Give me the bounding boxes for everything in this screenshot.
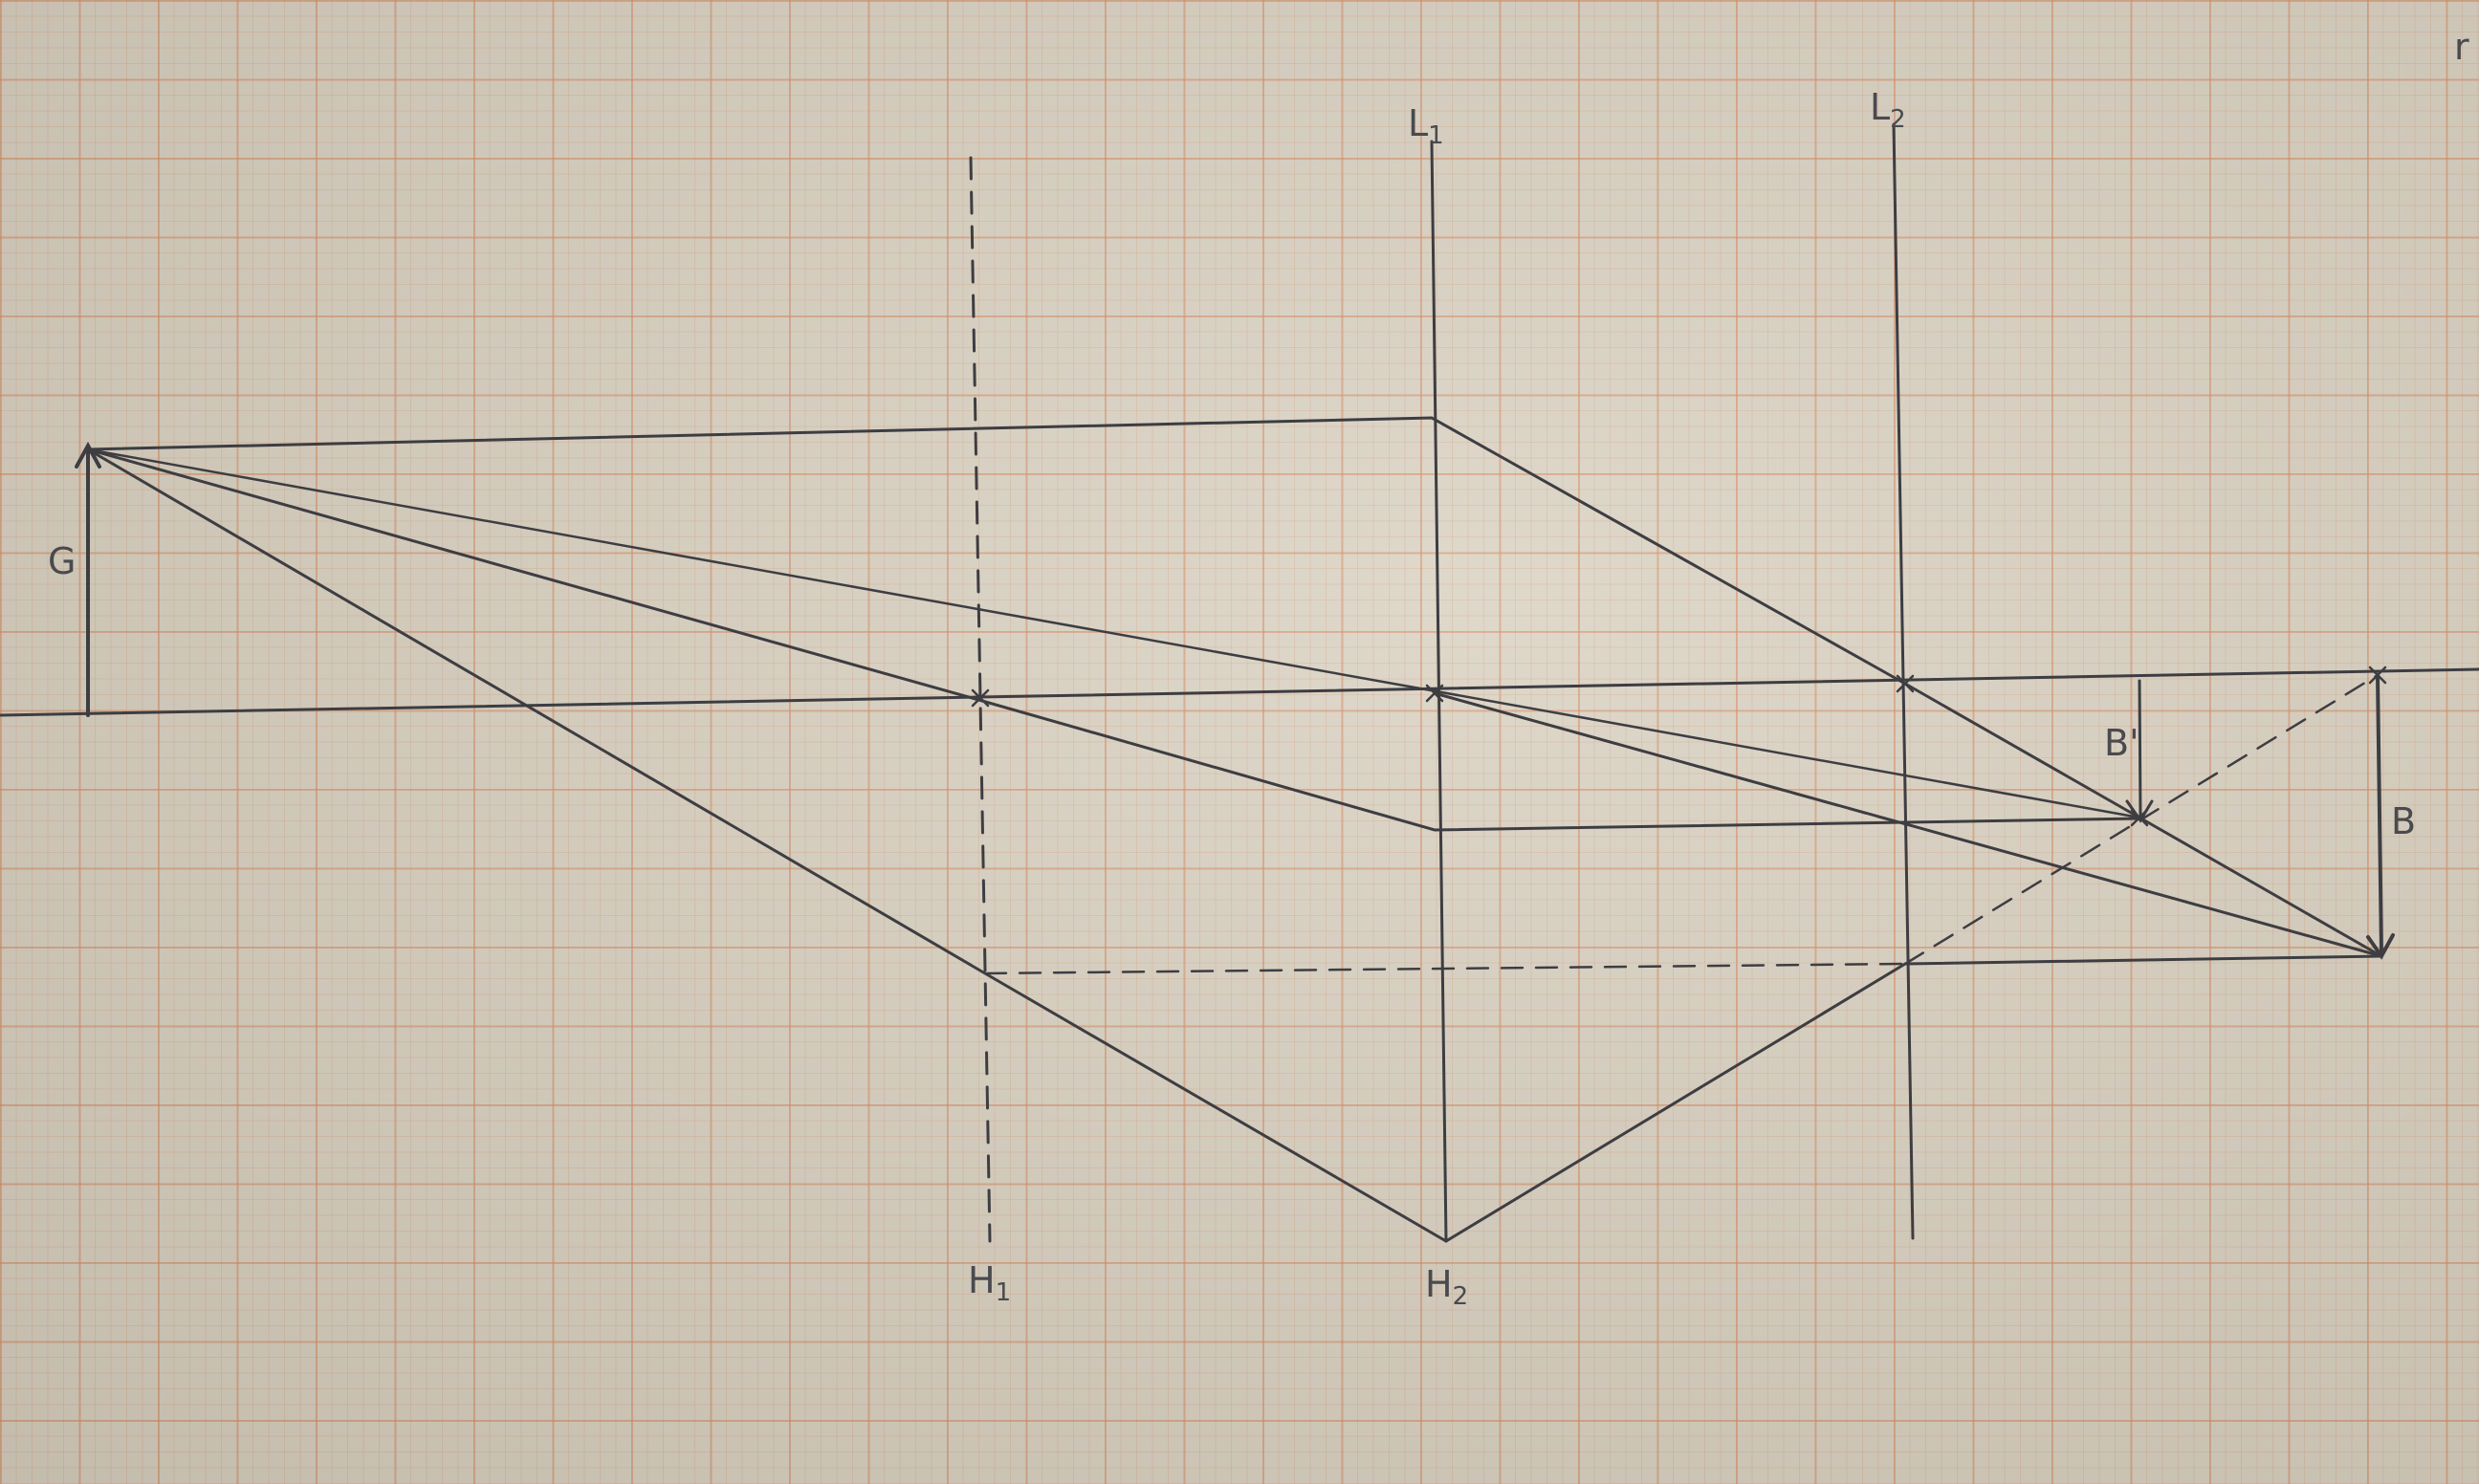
lens-2-label-sub: 2	[1890, 105, 1906, 134]
principal-plane-1	[969, 156, 992, 1243]
construction-dashed-l1	[1433, 691, 1907, 826]
image-arrow-shaft	[2376, 673, 2383, 955]
corner-mark: r	[2454, 26, 2469, 68]
marker-l2-axis	[1896, 674, 1915, 693]
marker-intermediate-image	[2130, 808, 2149, 827]
lens-1-label-sub: 1	[1428, 121, 1444, 150]
ray-through-h1	[86, 447, 2141, 832]
cross-markers	[971, 666, 2387, 827]
marker-h1-axis	[971, 688, 990, 708]
marker-image-top	[2368, 666, 2387, 685]
ray-lower-focal	[86, 447, 2383, 1243]
principal-2-label: H2	[1425, 1263, 1468, 1311]
lens-1-label-main: L	[1408, 102, 1428, 144]
object-label: G	[48, 540, 76, 582]
object-arrow-head	[75, 441, 101, 469]
principal-2-label-sub: 2	[1453, 1282, 1469, 1311]
lens-1-label: L1	[1408, 102, 1444, 150]
principal-1-label: H1	[968, 1259, 1011, 1307]
lens-2-label-main: L	[1870, 86, 1890, 128]
principal-2-label-main: H	[1425, 1263, 1453, 1305]
principal-1-label-main: H	[968, 1259, 996, 1301]
ray-l1-to-image	[1433, 691, 2383, 958]
optical-axis	[0, 667, 2479, 717]
ray-through-l1-centre	[86, 447, 2141, 819]
marker-l1-axis	[1425, 684, 1444, 703]
intermediate-image-shaft	[2138, 679, 2142, 819]
ray-parallel-top	[86, 416, 2383, 958]
image-label: B	[2391, 800, 2416, 842]
lens-2-label: L2	[1870, 86, 1906, 134]
intermediate-image-label: B'	[2104, 722, 2139, 764]
principal-1-label-sub: 1	[996, 1278, 1012, 1307]
construction-dashed-horizontal	[983, 962, 1907, 975]
